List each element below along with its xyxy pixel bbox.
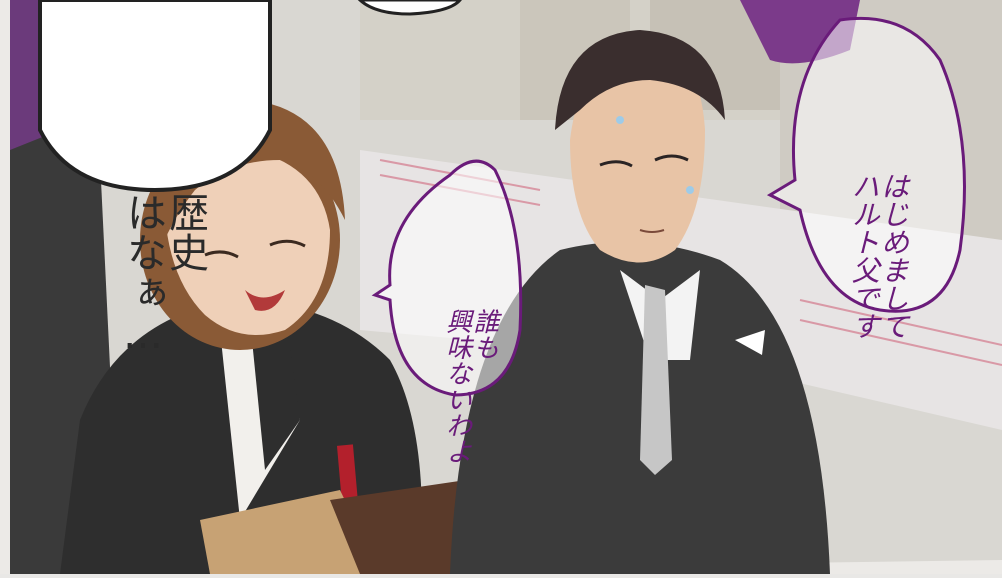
bubble-text-nobody-interested: 誰も 興味ないわよ <box>415 188 524 464</box>
bubble-line-1: 誰も <box>468 308 499 360</box>
bubble-line-1: はじめまして <box>877 172 911 340</box>
bubble-text-greeting: はじめまして ハルト父です <box>820 40 938 340</box>
bubble-line-1: 歴史 <box>162 192 208 272</box>
bubble-line-2: 興味ないわよ <box>441 308 472 464</box>
bubble-line-2: ハルト父です <box>847 172 881 340</box>
bubble-text-history: 歴史 はなぁ… <box>80 8 248 358</box>
bubble-line-2: はなぁ… <box>120 192 166 358</box>
